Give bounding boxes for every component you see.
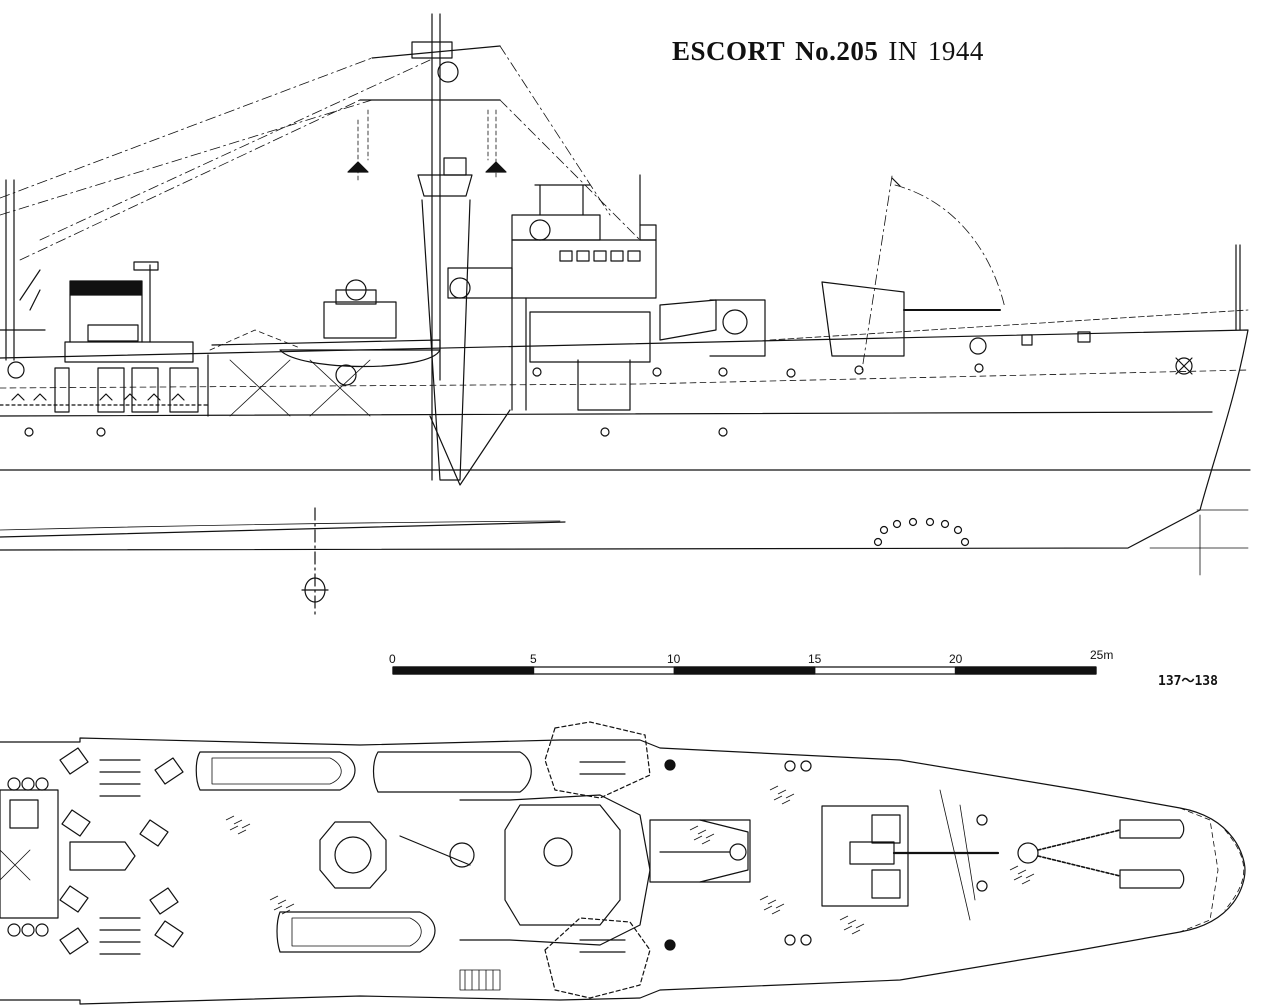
searchlight-platform bbox=[319, 821, 387, 889]
hull-profile bbox=[0, 329, 1251, 576]
scale-bar bbox=[392, 666, 1097, 675]
main-mast bbox=[347, 13, 511, 486]
title-year: 1944 bbox=[927, 36, 984, 66]
bollards bbox=[784, 760, 988, 946]
portholes bbox=[24, 363, 984, 437]
anchor-gear bbox=[939, 789, 1185, 921]
scale-label-15: 15 bbox=[808, 652, 822, 666]
drawing-title: ESCORT No.205 IN 1944 bbox=[672, 36, 984, 67]
deck-outline bbox=[0, 737, 1246, 1005]
title-ship-name: ESCORT bbox=[672, 36, 786, 66]
forecastle bbox=[769, 244, 1249, 375]
scale-label-25m: 25m bbox=[1090, 648, 1114, 662]
bow-holes bbox=[873, 517, 970, 547]
forward-gun-elevation bbox=[821, 175, 1006, 371]
forward-gun-plan bbox=[821, 805, 1000, 907]
scale-label-0: 0 bbox=[389, 652, 396, 666]
scale-label-20: 20 bbox=[949, 652, 963, 666]
rigging bbox=[0, 45, 641, 261]
boat-deck bbox=[207, 279, 441, 417]
title-ship-number: No.205 bbox=[795, 36, 879, 66]
gun-tub-port bbox=[544, 917, 651, 999]
page-reference: 137〜138 bbox=[1158, 674, 1218, 689]
aft-superstructure bbox=[0, 179, 211, 413]
non-skid-patches bbox=[225, 785, 1035, 935]
ships-boats bbox=[195, 751, 532, 953]
bridge-windows bbox=[559, 250, 641, 262]
title-suffix: IN bbox=[888, 36, 918, 66]
bridge-structure bbox=[447, 174, 766, 411]
aft-ready-racks bbox=[7, 777, 49, 937]
bridge-plan bbox=[399, 794, 751, 946]
depth-charge-throwers bbox=[59, 747, 184, 955]
scale-label-10: 10 bbox=[667, 652, 681, 666]
midships-marker bbox=[301, 507, 329, 616]
side-elevation bbox=[0, 13, 1251, 616]
gun-tub-starboard bbox=[544, 721, 651, 799]
plan-view bbox=[0, 721, 1246, 1005]
scale-label-5: 5 bbox=[530, 652, 537, 666]
